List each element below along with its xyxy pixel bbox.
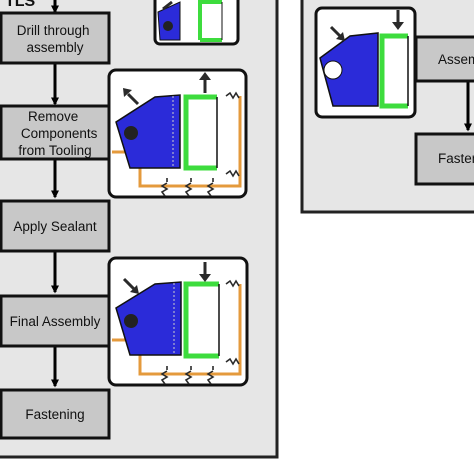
step-label: Apply Sealant	[13, 219, 97, 234]
step-label-line: assembly	[26, 40, 83, 55]
illustration-drill-step	[153, 0, 240, 46]
illustration-remove-components	[107, 68, 248, 199]
force-arrow-icon	[123, 88, 140, 106]
force-arrow-icon	[199, 72, 211, 93]
step-label-line: Remove	[28, 109, 78, 124]
step-box-fastening-right: Fasten	[414, 132, 474, 186]
svg-text:Remove Components: Remove Components from Tooling	[18, 109, 101, 158]
spring-clamp-icon	[160, 91, 240, 197]
step-box-drill-through-assembly: Drill through assembly	[0, 11, 111, 65]
step-label: Fasten	[438, 151, 474, 166]
step-box-fastening: Fastening	[0, 388, 111, 440]
step-box-apply-sealant: Apply Sealant	[0, 199, 111, 253]
spring-clamp-icon	[160, 279, 240, 385]
step-label: Final Assembly	[10, 314, 101, 329]
step-box-assembly-right: Assem	[414, 35, 474, 83]
step-label-line: Components	[21, 126, 98, 141]
svg-text:Drill through assembly: Drill through assembly	[17, 23, 94, 55]
panel-header-label: TLS	[5, 0, 36, 10]
illustration-final-assembly	[107, 256, 249, 387]
step-label-line: Drill through	[17, 23, 90, 38]
step-label: Assem	[438, 52, 474, 67]
step-box-remove-components: Remove Components from Tooling	[0, 104, 111, 161]
force-arrow-icon	[199, 262, 211, 282]
step-label-line: from Tooling	[18, 143, 91, 158]
step-box-final-assembly: Final Assembly	[0, 294, 111, 348]
force-arrow-icon	[329, 25, 345, 41]
force-arrow-icon	[392, 10, 404, 30]
force-arrow-icon	[122, 277, 139, 294]
illustration-right-assembly	[314, 6, 417, 119]
step-label: Fastening	[25, 407, 84, 422]
